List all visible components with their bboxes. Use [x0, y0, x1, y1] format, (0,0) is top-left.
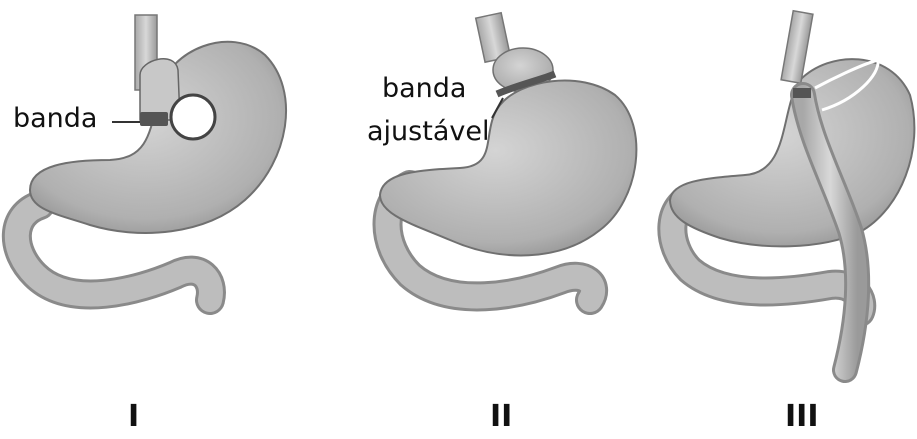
adjustable-band-label-line2: ajustável: [367, 117, 489, 147]
stomach-body: [670, 59, 914, 246]
stoma-ring: [171, 95, 215, 139]
figure-2-stomach: [380, 13, 636, 300]
band-label: banda: [13, 104, 97, 134]
stomach-body: [380, 81, 636, 256]
figure-3-stomach: [670, 11, 914, 370]
band-1: [140, 112, 168, 126]
adjustable-band-label-line1: banda: [382, 74, 466, 104]
figure-1-stomach: [17, 15, 286, 300]
figure-label-3: III: [785, 399, 819, 434]
figure-label-1: I: [128, 399, 139, 434]
figure-label-2: II: [490, 399, 512, 434]
anastomosis-marker: [793, 88, 811, 98]
